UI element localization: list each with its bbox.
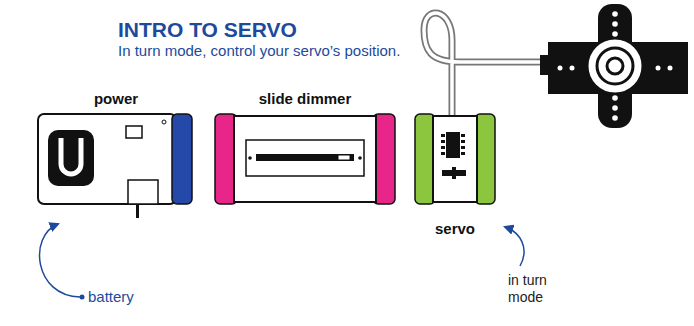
module-block: slide dimmer <box>212 86 398 210</box>
module-label: power <box>36 90 196 107</box>
module-label: slide dimmer <box>212 90 398 107</box>
annotation: battery <box>88 288 134 306</box>
module-block: servo <box>412 112 498 252</box>
title: INTRO TO SERVO <box>118 18 297 42</box>
servo-cable-core <box>424 13 560 118</box>
leader-arrow <box>505 227 524 266</box>
annotation: in turn mode <box>508 272 562 306</box>
module-label: servo <box>412 220 498 237</box>
leader-dot <box>80 295 85 300</box>
subtitle: In turn mode, control your servo’s posit… <box>118 42 400 60</box>
servo-motor <box>540 4 688 128</box>
leader-arrow <box>40 224 80 297</box>
module-block: power <box>36 86 196 210</box>
servo-cable <box>424 13 560 118</box>
